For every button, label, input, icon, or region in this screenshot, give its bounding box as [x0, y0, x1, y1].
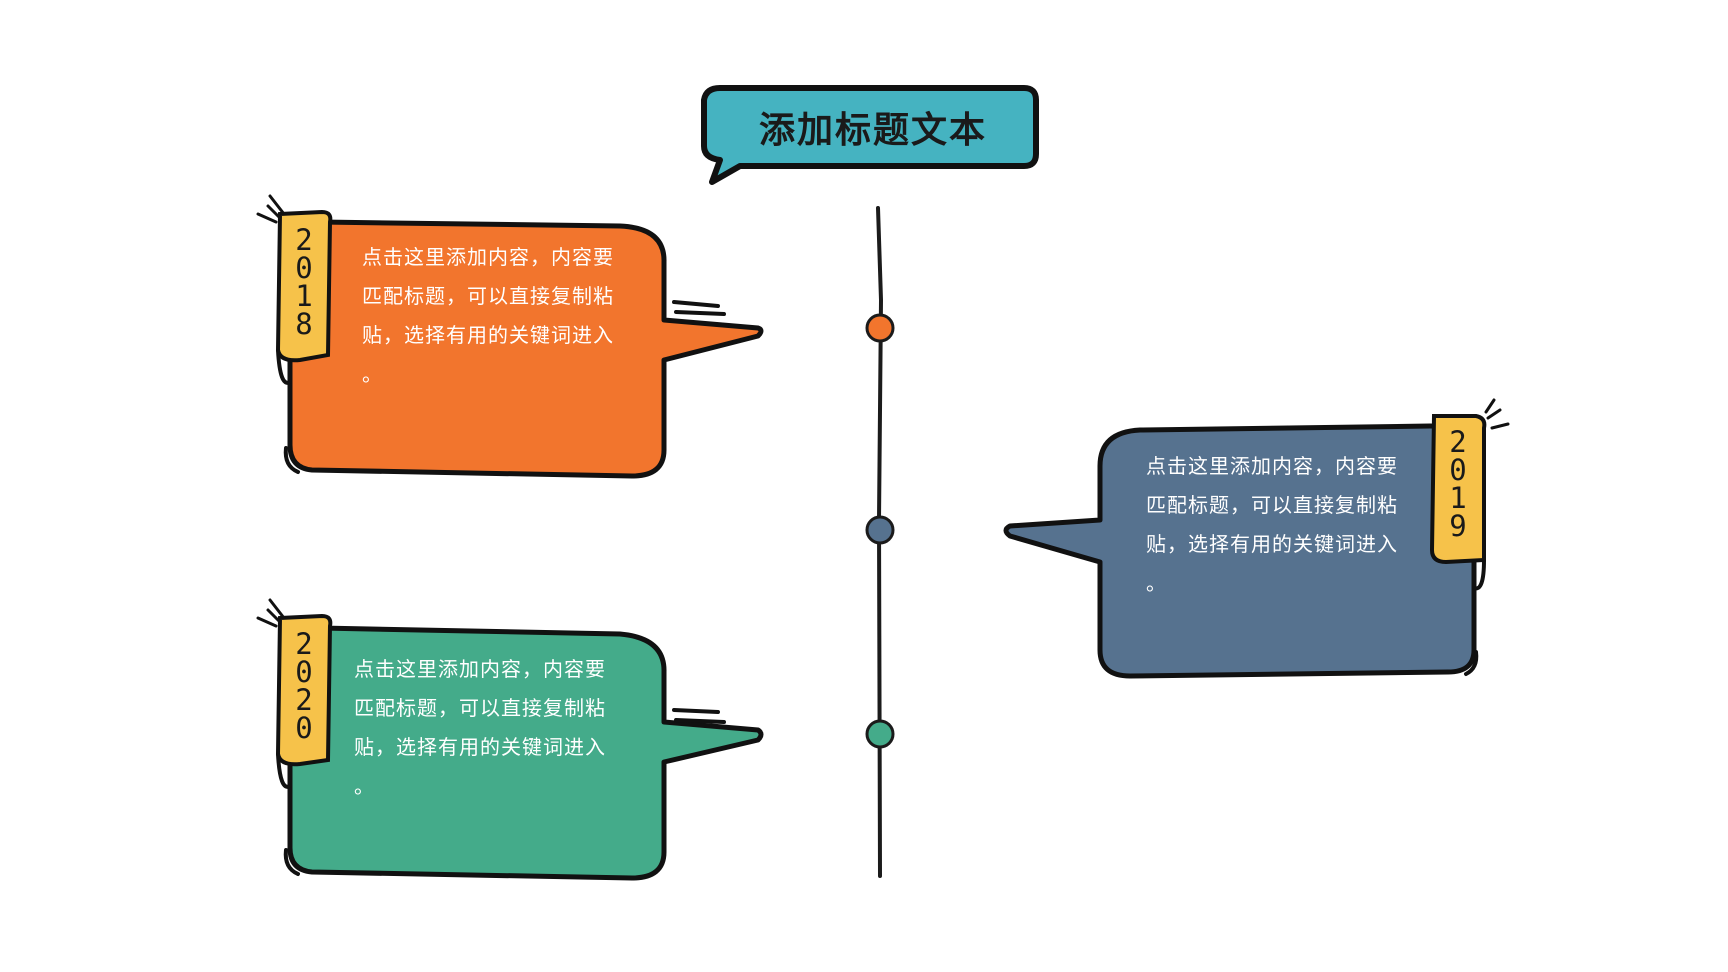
year-digit: 2 — [295, 683, 313, 717]
card-text-2020: 点击这里添加内容，内容要 匹配标题，可以直接复制粘 贴，选择有用的关键词进入 。 — [354, 650, 644, 806]
card-text-2018: 点击这里添加内容，内容要 匹配标题，可以直接复制粘 贴，选择有用的关键词进入 。 — [362, 238, 652, 394]
year-digit: 0 — [295, 655, 313, 689]
year-digit: 1 — [295, 279, 313, 313]
card-body: 点击这里添加内容，内容要 匹配标题，可以直接复制粘 贴，选择有用的关键词进入 。 — [362, 245, 614, 386]
year-digit: 2 — [1449, 425, 1467, 459]
year-digit: 8 — [295, 307, 313, 341]
page-title: 添加标题文本 — [758, 110, 987, 151]
card-body: 点击这里添加内容，内容要 匹配标题，可以直接复制粘 贴，选择有用的关键词进入 。 — [354, 657, 606, 798]
year-digit: 9 — [1449, 509, 1467, 543]
year-digit: 1 — [1449, 481, 1467, 515]
timeline-node-2019 — [865, 515, 895, 545]
timeline-node-2020 — [865, 719, 895, 749]
timeline-node-2018 — [865, 313, 895, 343]
year-digit: 2 — [295, 627, 313, 661]
timeline-line — [876, 206, 884, 878]
card-2018-shape — [256, 194, 764, 479]
year-digit: 0 — [1449, 453, 1467, 487]
year-digit: 0 — [295, 251, 313, 285]
year-digit: 2 — [295, 223, 313, 257]
title-bubble — [701, 85, 1039, 185]
card-2019-shape — [1003, 398, 1510, 679]
card-text-2019: 点击这里添加内容，内容要 匹配标题，可以直接复制粘 贴，选择有用的关键词进入 。 — [1146, 447, 1436, 603]
card-body: 点击这里添加内容，内容要 匹配标题，可以直接复制粘 贴，选择有用的关键词进入 。 — [1146, 454, 1398, 595]
year-digit: 0 — [295, 711, 313, 745]
card-2020-shape — [256, 598, 764, 881]
